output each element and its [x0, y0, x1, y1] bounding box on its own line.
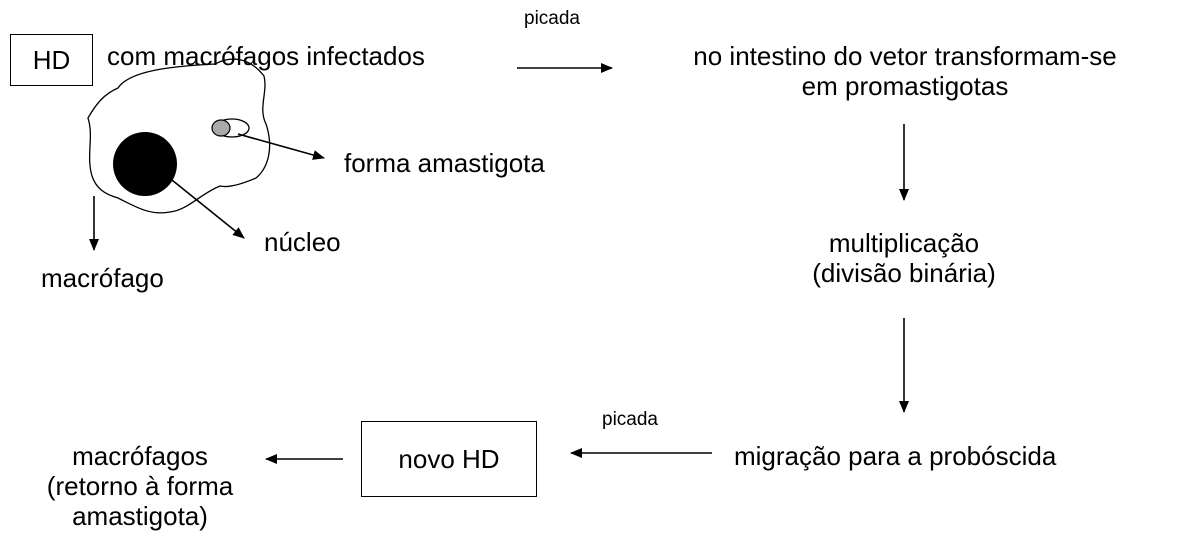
amastigote-kinetoplast	[211, 119, 231, 137]
vector-gut-line-2: em promastigotas	[801, 71, 1009, 101]
multiplication-line-2: (divisão binária)	[812, 258, 996, 288]
hd-box: HD	[10, 34, 93, 86]
bite-label-top: picada	[524, 8, 580, 29]
multiplication-line-1: multiplicação	[828, 228, 980, 258]
macrophage-source-text: com macrófagos infectados	[107, 41, 425, 71]
nucleus-shape	[113, 132, 177, 196]
return-macrophages-text: macrófagos (retorno à forma amastigota)	[24, 441, 256, 531]
bite-label-bottom: picada	[602, 409, 658, 430]
multiplication-text: multiplicação (divisão binária)	[764, 228, 1044, 288]
arrow-to-nucleus-label	[166, 175, 245, 239]
return-macrophages-line-3: amastigota)	[72, 501, 208, 531]
vector-gut-text: no intestino do vetor transformam-se em …	[638, 41, 1172, 101]
return-macrophages-line-2: (retorno à forma	[46, 471, 234, 501]
amastigote-label: forma amastigota	[344, 148, 545, 178]
new-host-label: novo HD	[398, 443, 500, 474]
return-macrophages-line-1: macrófagos	[72, 441, 208, 471]
nucleus-label: núcleo	[264, 227, 341, 257]
new-host-box: novo HD	[361, 421, 537, 497]
migration-text: migração para a probóscida	[734, 441, 1057, 471]
macrophage-label: macrófago	[41, 263, 164, 293]
hd-box-label: HD	[32, 44, 71, 75]
macrophage-cell-outline	[87, 58, 271, 214]
vector-gut-line-1: no intestino do vetor transformam-se	[693, 41, 1117, 71]
arrow-to-amastigote-label	[237, 133, 325, 160]
